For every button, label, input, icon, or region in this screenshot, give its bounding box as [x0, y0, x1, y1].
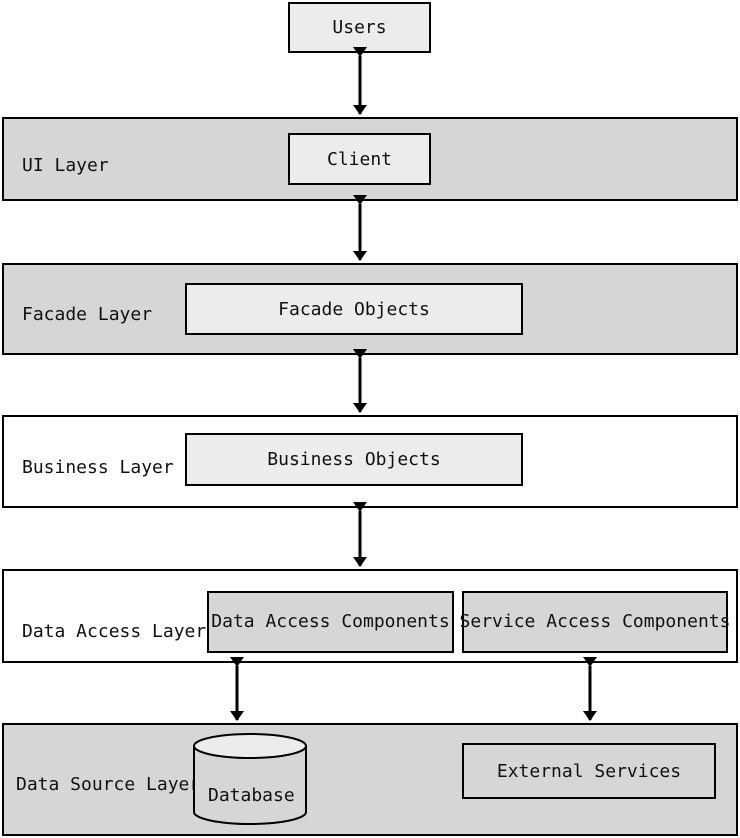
service-access-components-box: Service Access Components	[459, 591, 731, 653]
data-access-layer-label: Data Access Layer	[22, 621, 207, 642]
client-label: Client	[326, 148, 393, 170]
data-source-layer-label: Data Source Layer	[16, 774, 201, 795]
service-access-components-label: Service Access Components	[459, 610, 731, 632]
data-access-components-label: Data Access Components	[211, 610, 450, 632]
business-objects-label: Business Objects	[267, 449, 441, 470]
users-label: Users	[332, 17, 387, 38]
facade-layer-label: Facade Layer	[22, 304, 153, 325]
external-services-label: External Services	[496, 760, 682, 782]
client-box: Client	[288, 133, 431, 185]
business-layer-label: Business Layer	[22, 457, 174, 478]
business-objects-box: Business Objects	[185, 433, 523, 486]
facade-objects-box: Facade Objects	[185, 283, 523, 335]
external-services-box: External Services	[462, 743, 716, 799]
database-label: Database	[208, 785, 295, 806]
data-access-components-box: Data Access Components	[207, 591, 454, 653]
ui-layer-label: UI Layer	[22, 155, 109, 176]
users-box: Users	[288, 2, 431, 53]
ui-layer: UI Layer	[2, 117, 738, 201]
facade-objects-label: Facade Objects	[278, 298, 430, 320]
data-source-layer: Data Source Layer	[2, 723, 738, 836]
database-cylinder	[193, 733, 307, 825]
